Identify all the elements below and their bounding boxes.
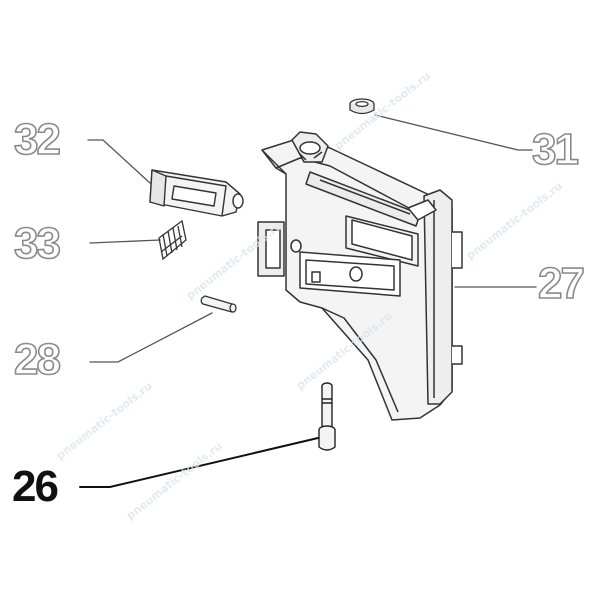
part-26-pivot-pin — [318, 382, 336, 451]
part-28-pin — [200, 295, 237, 313]
part-33-spring — [158, 219, 187, 261]
callout-27: 27 — [537, 259, 586, 308]
part-27-housing — [257, 131, 463, 421]
part-31-washer — [349, 98, 375, 115]
callout-32: 32 — [13, 115, 62, 164]
part-32-slider — [149, 169, 244, 217]
callout-33: 33 — [13, 219, 62, 268]
callout-31: 31 — [531, 125, 580, 174]
leader-line-31 — [374, 114, 533, 151]
leader-lines — [79, 114, 537, 488]
leader-line-26 — [79, 437, 319, 488]
leader-line-33 — [89, 239, 161, 244]
leader-line-32 — [87, 139, 151, 184]
callout-28: 28 — [13, 335, 62, 384]
callout-26: 26 — [12, 462, 59, 511]
leader-line-28 — [89, 312, 213, 363]
